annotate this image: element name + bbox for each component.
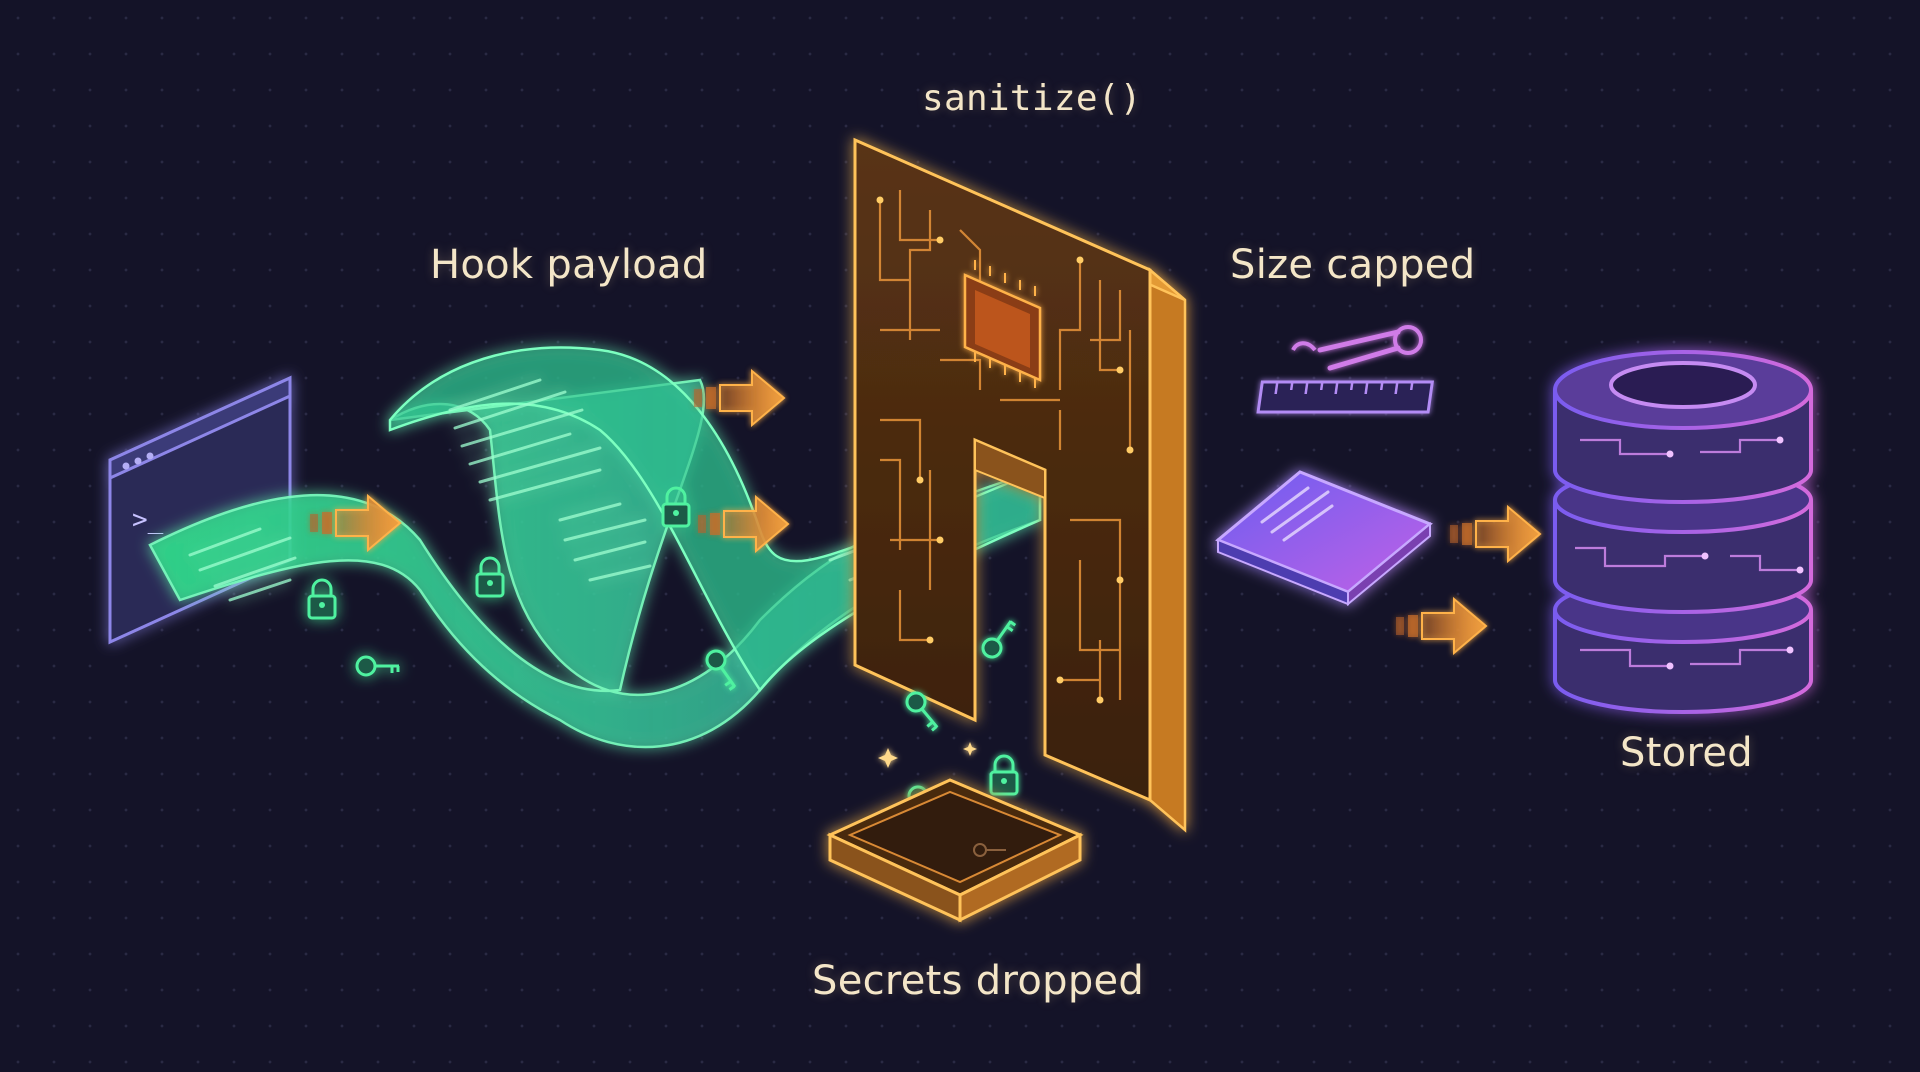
stored-label: Stored (1620, 730, 1753, 776)
circuit-gate-icon (853, 137, 1187, 833)
terminal-prompt: >_ (132, 505, 164, 535)
hook-payload-label: Hook payload (430, 242, 708, 288)
database-icon (1553, 350, 1813, 714)
chip-icon (963, 260, 1042, 388)
ruler-icon (1256, 380, 1435, 414)
secrets-dropped-label: Secrets dropped (812, 958, 1145, 1004)
size-capped-label: Size capped (1230, 242, 1476, 288)
sanitize-function-label: sanitize() (922, 78, 1142, 119)
scissors-icon (1291, 325, 1423, 371)
tray-icon (826, 778, 1084, 923)
capped-payload-card (1215, 470, 1433, 607)
